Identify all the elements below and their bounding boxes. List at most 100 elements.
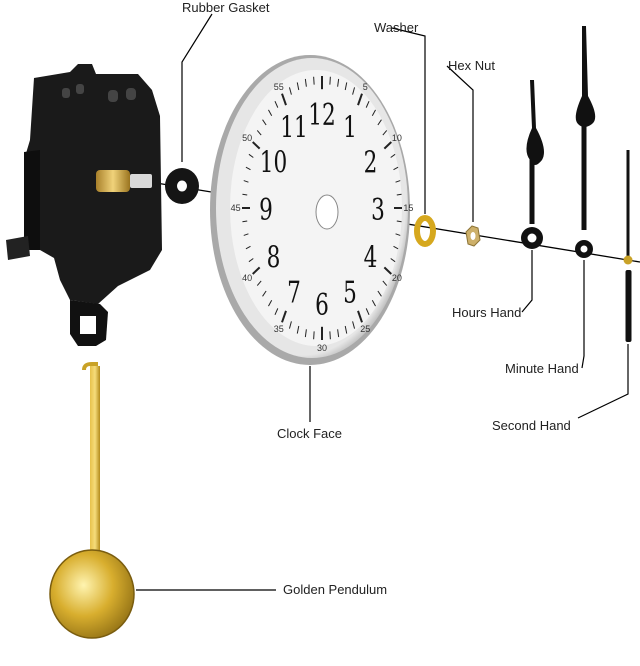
dial-tick: [248, 153, 254, 158]
dial-tick: [313, 76, 315, 85]
dial-tick: [274, 308, 279, 315]
dial-tick: [304, 78, 307, 87]
dial-tick: [365, 101, 370, 108]
dial-minute-numeral: 20: [392, 273, 402, 283]
dial-minute-ticks: [242, 76, 402, 340]
washer: [414, 215, 436, 247]
hours-hand: [521, 80, 544, 249]
dial-tick: [256, 130, 262, 136]
brass-shaft: [96, 170, 130, 192]
dial-hour-numeral: 5: [343, 276, 357, 310]
hex-nut-leader: [446, 65, 474, 222]
hours-hand-leader: [521, 250, 533, 313]
dial-tick: [243, 233, 249, 236]
dial-tick: [296, 82, 300, 91]
dial-tick: [377, 290, 382, 297]
dial-tick: [344, 325, 348, 334]
dial-tick: [242, 220, 248, 223]
hex-nut-label: Hex Nut: [448, 58, 495, 73]
dial-tick: [329, 331, 331, 340]
dial-tick: [393, 166, 399, 171]
clock-face-label: Clock Face: [277, 426, 343, 441]
minute-hand-label: Minute Hand: [505, 361, 579, 376]
dial-tick: [383, 266, 392, 275]
dial-tick: [252, 141, 261, 150]
dial-tick: [383, 141, 392, 150]
dial-center-hole: [315, 194, 339, 230]
minute-hand: [575, 26, 596, 258]
rubber-gasket-label: Rubber Gasket: [182, 0, 270, 15]
dial-tick: [395, 180, 401, 183]
dial-tick: [352, 87, 356, 95]
dial-minute-numeral: 25: [360, 324, 370, 334]
dial-tick: [274, 101, 279, 108]
dial-hour-numeral: 12: [308, 99, 335, 133]
dial-tick: [390, 258, 396, 263]
leader-lines: [136, 13, 629, 591]
second-hand: [623, 150, 633, 342]
hex-nut: [465, 225, 481, 247]
rubber-gasket: [165, 168, 199, 204]
dial-tick: [296, 325, 300, 334]
dial-minute-numeral: 5: [363, 82, 368, 92]
pendulum-bob: [50, 550, 134, 638]
pendulum-rod: [90, 366, 100, 562]
dial-hour-numeral: 9: [259, 194, 273, 228]
dial-tick: [382, 280, 388, 286]
dial-tick: [252, 266, 261, 275]
second-hand-leader: [577, 344, 629, 419]
dial-tick: [256, 280, 262, 286]
hours-hand-label: Hours Hand: [452, 305, 522, 320]
dial-minute-numeral: 15: [403, 203, 413, 213]
clock-movement: [6, 64, 162, 346]
dial-tick: [395, 233, 401, 236]
dial-hour-numeral: 8: [267, 241, 281, 275]
dial-minute-numeral: 10: [392, 133, 402, 143]
dial-minute-numeral: 35: [274, 324, 284, 334]
dial-tick: [304, 329, 307, 338]
dial-tick: [268, 109, 273, 117]
dial-tick: [344, 82, 348, 91]
dial-minute-numeral: 30: [317, 343, 327, 353]
dial-minute-numeral: 50: [242, 133, 252, 143]
dial-minute-numeral: 45: [231, 203, 241, 213]
washer-label: Washer: [374, 20, 419, 35]
dial-tick: [248, 258, 254, 263]
dial-tick: [357, 310, 363, 323]
dial-tick: [313, 331, 315, 340]
minute-hand-leader: [581, 260, 585, 369]
dial-tick: [382, 130, 388, 136]
dial-tick: [262, 290, 267, 297]
dial-tick: [337, 329, 340, 338]
dial-tick: [281, 93, 287, 106]
washer-leader: [391, 27, 426, 214]
dial-minute-numeral: 40: [242, 273, 252, 283]
dial-tick: [281, 310, 287, 323]
dial-hour-numeral: 4: [364, 241, 378, 275]
dial-hour-numeral: 7: [287, 276, 301, 310]
second-hand-label: Second Hand: [492, 418, 571, 433]
dial-tick: [268, 299, 273, 307]
dial-hour-numeral: 2: [364, 146, 378, 180]
dial-tick: [396, 193, 402, 196]
dial-hour-numeral: 1: [343, 111, 357, 145]
dial-hour-numeral: 3: [371, 194, 385, 228]
dial-tick: [242, 193, 248, 196]
dial-minute-numeral: 55: [274, 82, 284, 92]
dial-tick: [337, 78, 340, 87]
dial-tick: [288, 321, 292, 329]
dial-tick: [262, 119, 267, 126]
dial-tick: [393, 245, 399, 250]
dial-tick: [245, 166, 251, 171]
dial-hour-numeral: 10: [260, 146, 287, 180]
dial-tick: [357, 93, 363, 106]
dial-tick: [243, 180, 249, 183]
dial-hour-numeral: 11: [280, 111, 307, 145]
dial-tick: [288, 87, 292, 95]
dial-tick: [371, 299, 376, 307]
golden-pendulum: [49, 362, 135, 639]
dial-hour-numeral: 6: [315, 289, 329, 323]
